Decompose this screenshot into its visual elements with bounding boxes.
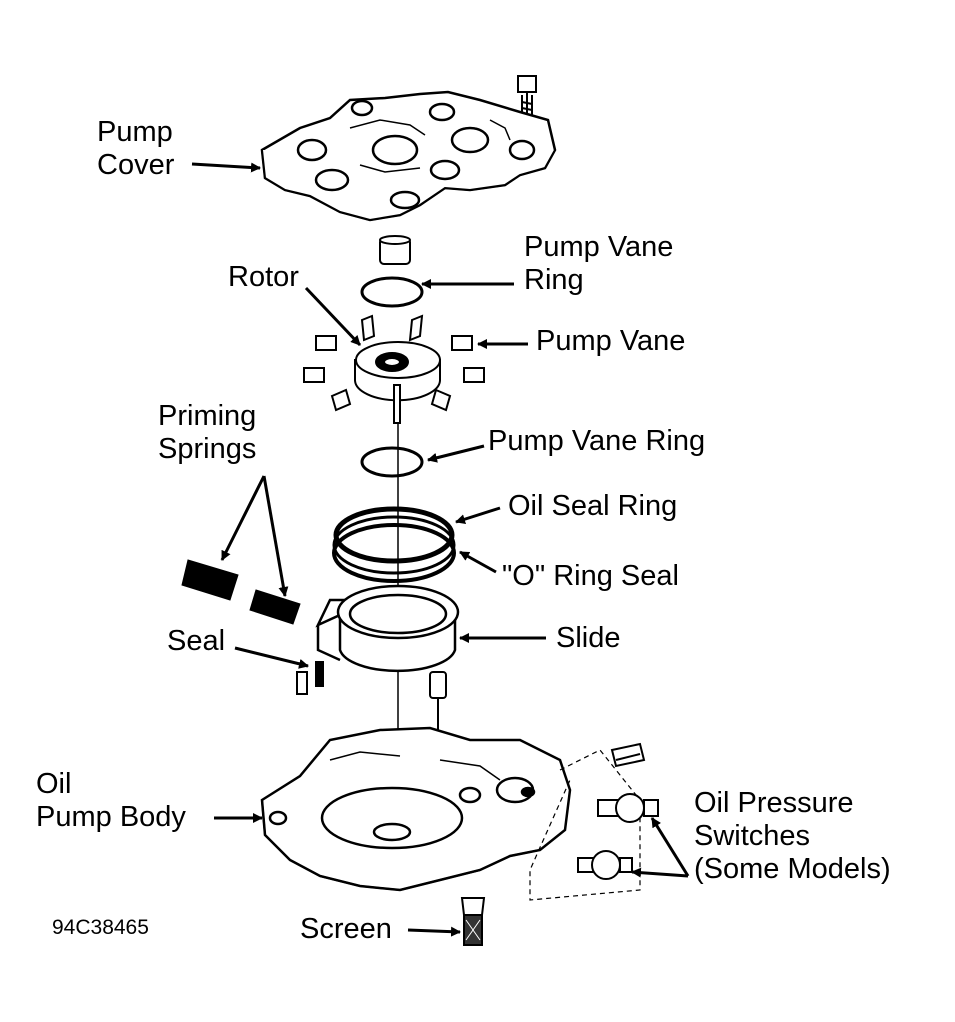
bushing [379, 235, 411, 265]
label-pump-vane-ring-bottom: Pump Vane Ring [488, 425, 706, 457]
arrow-switch-2 [631, 867, 689, 878]
oil-pressure-switches [529, 749, 659, 901]
label-slide: Slide [556, 622, 621, 654]
arrow-pump-cover [191, 162, 261, 173]
label-oil-pump-body: Oil Pump Body [36, 768, 186, 833]
label-pump-vane-ring-top: Pump Vane Ring [524, 231, 674, 296]
label-screen: Screen [300, 913, 392, 945]
label-priming-springs: Priming Springs [158, 400, 257, 465]
rotor-assembly [303, 314, 485, 424]
leader-arrows [191, 162, 690, 937]
screen [460, 897, 486, 946]
priming-springs [181, 559, 301, 625]
arrow-vane-ring-bottom [427, 444, 485, 463]
arrow-screen [407, 926, 461, 937]
body-plug [610, 742, 646, 768]
arrow-switch-1 [650, 817, 690, 877]
slide [315, 584, 460, 673]
label-pump-vane: Pump Vane [536, 325, 686, 357]
arrow-spring-1 [220, 475, 266, 561]
label-o-ring-seal: "O" Ring Seal [502, 560, 679, 592]
pump-cover [260, 90, 557, 222]
arrow-rotor [304, 286, 362, 347]
label-oil-seal-ring: Oil Seal Ring [508, 490, 678, 522]
label-rotor: Rotor [228, 261, 299, 293]
pump-vane-ring-top [360, 276, 424, 308]
oil-seal-ring [332, 506, 456, 583]
arrow-o-ring [459, 550, 497, 574]
pump-vane-ring-bottom [360, 446, 424, 478]
figure-code: 94C38465 [52, 916, 149, 939]
arrow-seal [234, 646, 309, 669]
arrow-spring-2 [262, 475, 289, 597]
seal [296, 661, 324, 695]
body-pin [429, 671, 447, 730]
label-pump-cover: Pump Cover [97, 116, 175, 181]
oil-pump-body [260, 726, 572, 892]
arrow-oil-seal-ring [455, 506, 501, 525]
label-oil-pressure-switches: Oil Pressure Switches (Some Models) [694, 787, 891, 885]
label-seal: Seal [167, 625, 226, 657]
